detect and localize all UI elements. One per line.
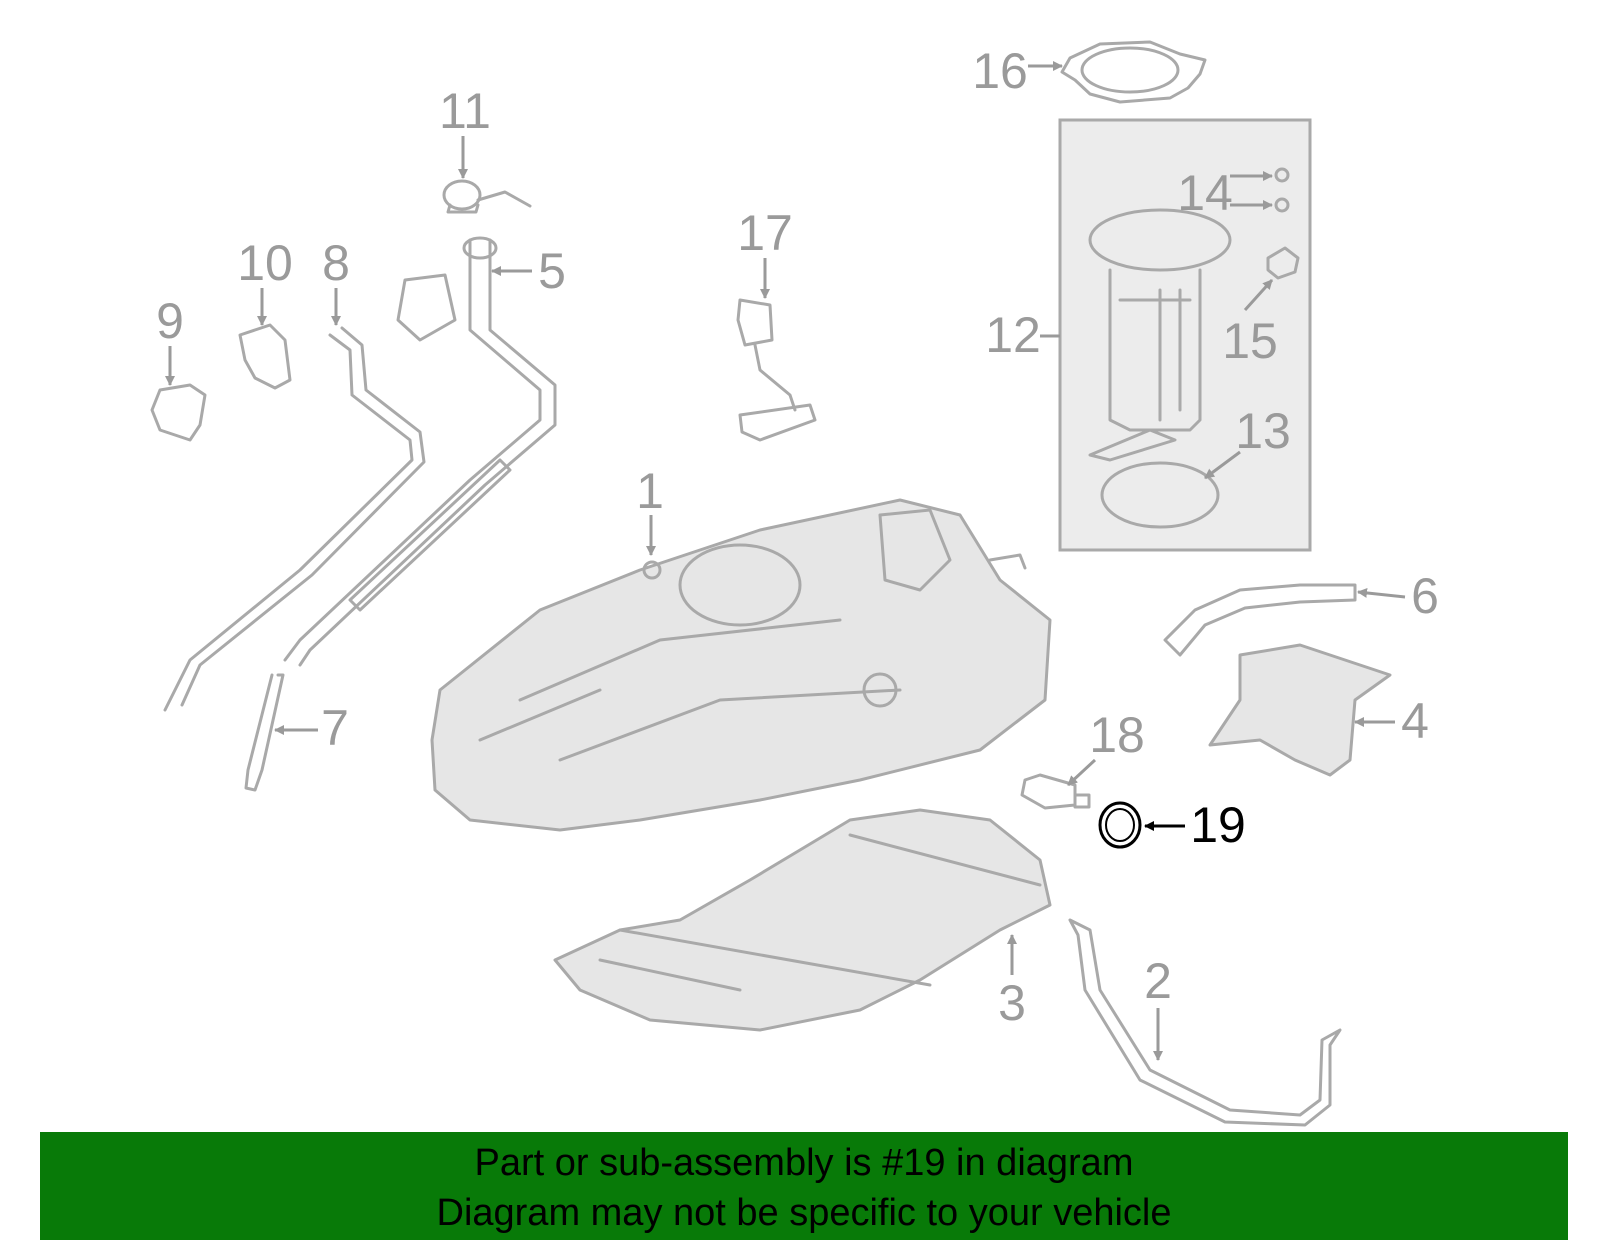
- callout-13: 13: [1235, 403, 1291, 459]
- callout-12: 12: [985, 307, 1041, 363]
- callout-10: 10: [237, 235, 293, 291]
- callout-9: 9: [156, 293, 184, 349]
- callout-4: 4: [1401, 693, 1429, 749]
- part-17-fuel-level-sender[interactable]: [736, 298, 817, 442]
- callout-8: 8: [322, 235, 350, 291]
- part-19-o-ring[interactable]: [1098, 801, 1142, 849]
- part-13-seal-ring[interactable]: [1100, 461, 1220, 529]
- part-10-clip[interactable]: [238, 323, 292, 390]
- part-1-fuel-tank[interactable]: [430, 498, 1052, 832]
- callout-5: 5: [538, 243, 566, 299]
- callout-7: 7: [321, 700, 349, 756]
- part-8-vent-hose[interactable]: [163, 326, 426, 712]
- banner-line-1: Part or sub-assembly is #19 in diagram: [474, 1142, 1134, 1184]
- part-11-fuel-cap[interactable]: [442, 179, 532, 214]
- part-15-connector[interactable]: [1266, 246, 1300, 280]
- part-12-fuel-pump-module[interactable]: [1088, 208, 1232, 462]
- part-3-skid-plate[interactable]: [553, 808, 1052, 1032]
- callout-11: 11: [439, 83, 491, 139]
- part-14-o-rings[interactable]: [1274, 167, 1290, 213]
- callout-1: 1: [636, 463, 664, 519]
- callout-3: 3: [998, 975, 1026, 1031]
- callout-15: 15: [1222, 313, 1278, 369]
- callout-17: 17: [737, 205, 793, 261]
- banner-line-2: Diagram may not be specific to your vehi…: [436, 1192, 1172, 1234]
- part-6-hose[interactable]: [1163, 583, 1357, 657]
- callout-14: 14: [1177, 165, 1233, 221]
- pump-module-box: [1058, 118, 1312, 552]
- callout-16: 16: [972, 43, 1028, 99]
- part-7-rod[interactable]: [244, 673, 285, 792]
- callout-6: 6: [1411, 568, 1439, 624]
- callout-19: 19: [1190, 797, 1246, 853]
- part-9-bracket[interactable]: [150, 383, 207, 442]
- part-16-lock-ring[interactable]: [1060, 40, 1207, 104]
- callout-2: 2: [1144, 953, 1172, 1009]
- part-18-fuel-filter[interactable]: [1020, 773, 1091, 810]
- info-banner: Part or sub-assembly is #19 in diagram D…: [40, 1132, 1568, 1240]
- part-5-filler-pipe[interactable]: [283, 236, 557, 667]
- part-2-tank-strap[interactable]: [1068, 918, 1342, 1127]
- parts-diagram: 1 2 3 4 5 6 7 8 9 10 11 12 13 14 15 16 1…: [150, 40, 1439, 1127]
- part-4-heat-shield[interactable]: [1208, 643, 1392, 777]
- callout-18: 18: [1089, 707, 1145, 763]
